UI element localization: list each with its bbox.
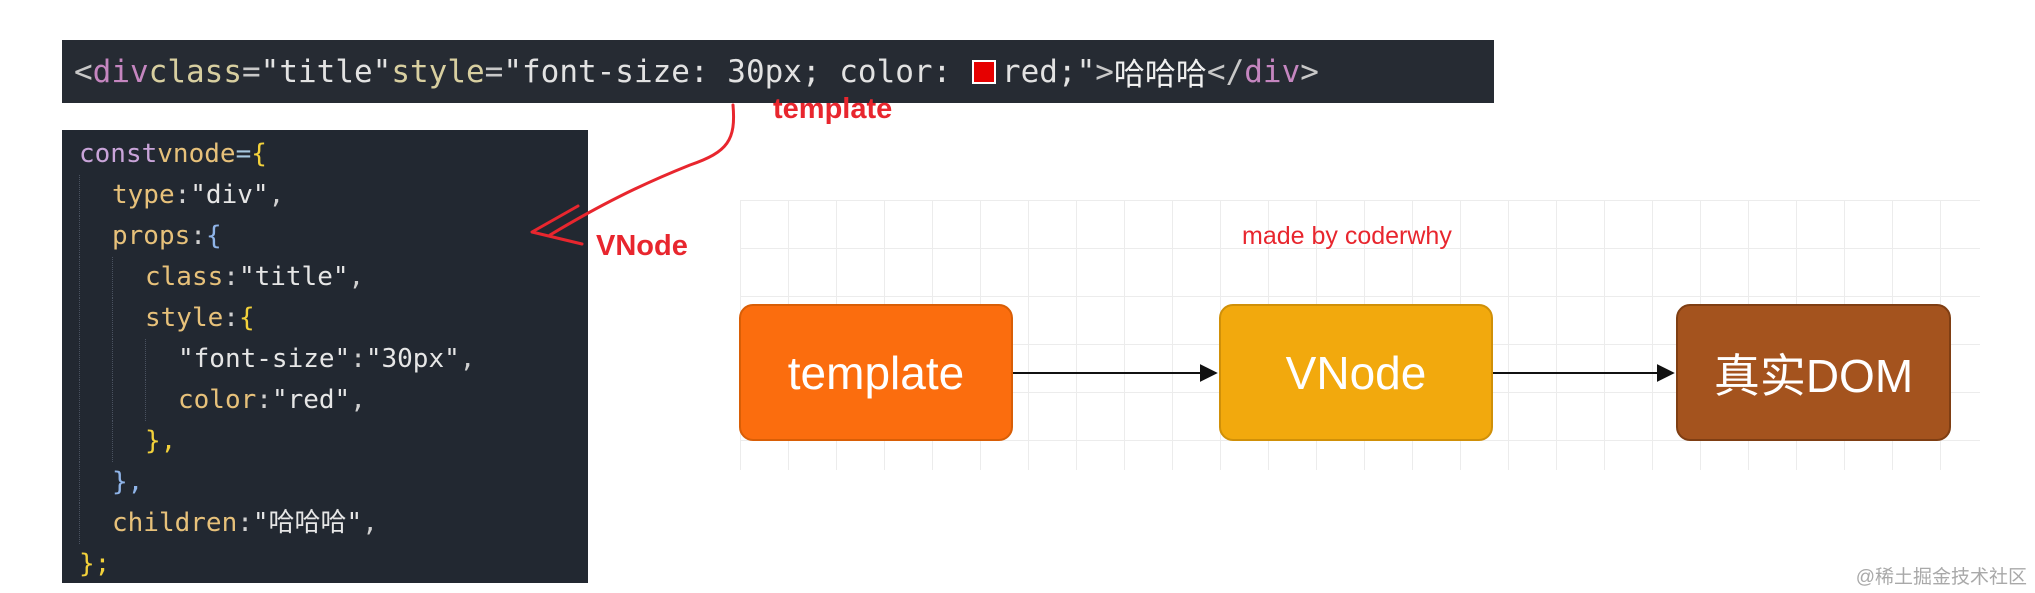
tag-name: div xyxy=(92,53,149,90)
value-div: "div" xyxy=(190,180,269,210)
code-line-8: }, xyxy=(79,421,588,462)
class-value: "title" xyxy=(260,53,392,90)
props-open-brace: { xyxy=(205,221,222,251)
props-close-brace: }, xyxy=(112,467,144,497)
vnode-code-panel: const vnode = { type: "div", props: { cl… xyxy=(62,130,588,583)
style-close-brace: }, xyxy=(145,426,177,456)
variable-vnode: vnode xyxy=(157,139,236,169)
close-tag-open: </ xyxy=(1206,53,1245,90)
key-style: style xyxy=(145,303,224,333)
open-bracket: < xyxy=(74,53,93,90)
footer-watermark: @稀土掘金技术社区 xyxy=(1855,567,2027,588)
code-line-11: }; xyxy=(79,544,588,585)
code-line-9: }, xyxy=(79,462,588,503)
flow-box-real-dom: 真实DOM xyxy=(1676,304,1951,441)
open-brace: { xyxy=(251,139,267,169)
value-title: "title" xyxy=(238,262,349,292)
code-line-4: class: "title", xyxy=(79,257,588,298)
code-line-7: color: "red", xyxy=(79,380,588,421)
key-props: props xyxy=(112,221,191,251)
style-value-a: "font-size: 30px; color: xyxy=(503,53,970,90)
flow-box-vnode: VNode xyxy=(1219,304,1493,441)
code-line-6: "font-size": "30px", xyxy=(79,339,588,380)
close-tag-end: > xyxy=(1300,53,1319,90)
style-value-b: red;" xyxy=(1001,53,1096,90)
code-line-1: const vnode = { xyxy=(79,134,588,175)
close-brace: }; xyxy=(79,549,111,579)
code-line-5: style: { xyxy=(79,298,588,339)
key-color: color xyxy=(178,385,257,415)
key-font-size: "font-size" xyxy=(178,344,351,374)
key-type: type xyxy=(112,180,175,210)
element-text: 哈哈哈 xyxy=(1113,57,1207,93)
keyword-const: const xyxy=(79,139,158,169)
attr-style: style xyxy=(391,53,485,90)
value-children: "哈哈哈" xyxy=(252,508,363,538)
code-line-3: props: { xyxy=(79,216,588,257)
value-red: "red" xyxy=(271,385,351,415)
key-class: class xyxy=(145,262,224,292)
template-code-bar: <div class="title" style="font-size: 30p… xyxy=(62,40,1494,103)
flow-box-template: template xyxy=(739,304,1013,441)
diagram-watermark: made by coderwhy xyxy=(1242,222,1452,250)
close-open: > xyxy=(1095,53,1114,90)
close-tag-name: div xyxy=(1244,53,1301,90)
code-line-2: type: "div", xyxy=(79,175,588,216)
code-line-10: children: "哈哈哈", xyxy=(79,503,588,544)
attr-class: class xyxy=(148,53,242,90)
template-annotation-label: template xyxy=(773,93,893,125)
vnode-annotation-label: VNode xyxy=(596,230,688,262)
key-children: children xyxy=(112,508,238,538)
color-swatch-icon xyxy=(971,59,996,84)
style-open-brace: { xyxy=(238,303,255,333)
operator-equals: = xyxy=(235,139,252,169)
value-30px: "30px" xyxy=(365,344,460,374)
